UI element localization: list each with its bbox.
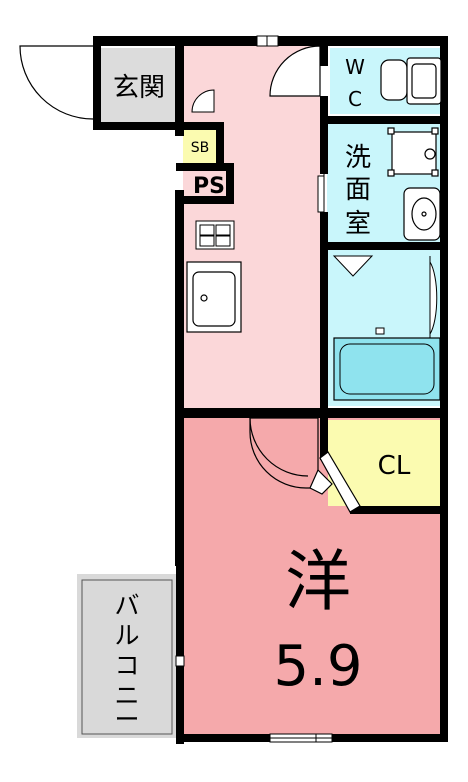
washroom-wall-mark [317, 175, 325, 213]
balcony-label-3: コ [114, 651, 139, 680]
sb-door [191, 89, 215, 113]
room-door [249, 417, 319, 489]
stove [195, 220, 235, 250]
toilet [380, 57, 442, 105]
kitchen-sink [186, 261, 242, 333]
closet-label: CL [378, 451, 411, 481]
balcony-label-2: ル [114, 621, 139, 650]
ps-label: PS [193, 174, 225, 199]
closet-door [309, 451, 361, 513]
walls [93, 36, 448, 744]
balcony-label-5: ー [114, 705, 139, 734]
sb-floor [183, 128, 218, 163]
western-room-size: 5.9 [273, 634, 362, 699]
genkan-floor [101, 48, 178, 122]
washroom-label-1: 洗 [345, 143, 371, 173]
genkan-label: 玄関 [113, 73, 165, 103]
washroom-label-3: 室 [345, 209, 371, 239]
balcony-label-4: ニ [114, 681, 139, 710]
balcony-floor [77, 574, 176, 738]
balcony-label-1: バ [114, 591, 139, 620]
bathtub [333, 337, 441, 401]
sb-label: SB [191, 140, 210, 156]
entrance-door [19, 45, 94, 120]
balcony-window [175, 655, 185, 667]
wash-basin [403, 187, 441, 241]
washing-machine-pan [387, 127, 439, 177]
bathroom-fixtures [332, 255, 441, 401]
washroom-label-2: 面 [345, 175, 371, 205]
western-room-label: 洋 [285, 543, 351, 620]
wc-door [269, 45, 321, 97]
wc-label-w: W [345, 55, 365, 79]
balcony-inner [81, 579, 173, 735]
wc-label-c: C [348, 87, 362, 111]
